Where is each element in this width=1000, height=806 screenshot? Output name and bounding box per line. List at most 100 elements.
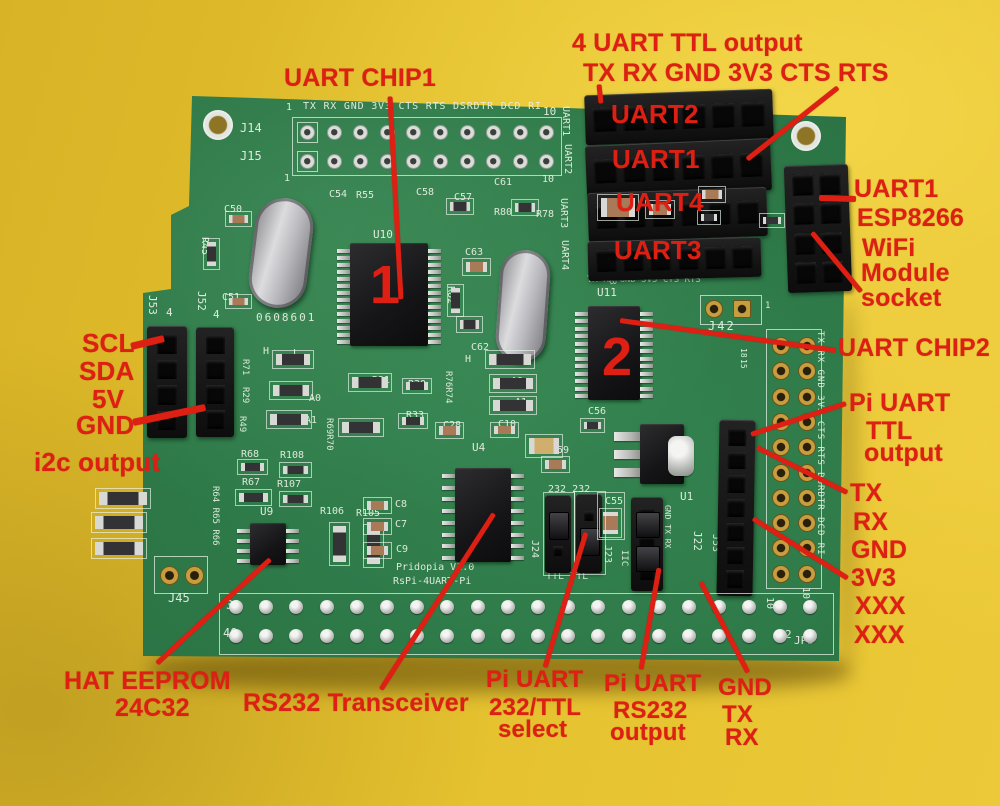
gpio-solder-pad xyxy=(440,629,455,643)
smd-body xyxy=(276,354,310,365)
ic-pin xyxy=(337,249,350,253)
annotation-label: 4 UART TTL output xyxy=(572,29,803,57)
gpio-solder-pad xyxy=(229,600,243,614)
silkscreen-label: J15 xyxy=(240,149,262,163)
smd-body xyxy=(493,400,533,411)
gpio-solder-pad xyxy=(682,629,696,643)
ic-pin xyxy=(337,340,350,344)
ic-pin xyxy=(237,539,250,543)
socket-hole xyxy=(584,511,594,522)
annotation-label: Pi UART xyxy=(849,389,951,417)
gpio-solder-pad xyxy=(500,600,515,614)
smd-component xyxy=(759,213,785,228)
j15-hole xyxy=(406,154,422,169)
silkscreen-label: 10 xyxy=(543,105,557,118)
socket-hole xyxy=(205,385,225,404)
gpio-solder-pad xyxy=(772,629,787,643)
annotation-label: SDA xyxy=(79,356,135,386)
smd-component xyxy=(398,413,428,429)
annotation-label: SCL xyxy=(82,328,135,358)
smd-body xyxy=(603,512,618,534)
annotation-label: GND xyxy=(851,536,908,564)
gpio-solder-pad xyxy=(319,629,334,643)
smd-body xyxy=(270,414,308,425)
gpio-solder-pad xyxy=(380,600,394,614)
silkscreen-label: C61 xyxy=(494,177,513,188)
smd-body xyxy=(494,426,515,434)
j15-hole xyxy=(433,154,448,169)
smd-body xyxy=(439,426,460,435)
smd-component xyxy=(91,538,147,559)
rs232-transceiver-chip xyxy=(455,468,511,562)
smd-body xyxy=(95,542,143,555)
silkscreen-label: U10 xyxy=(373,228,393,241)
ic-pin xyxy=(237,559,250,563)
gpio-solder-pad xyxy=(621,600,636,614)
ic-pin xyxy=(511,556,524,560)
ic-pin xyxy=(511,497,524,502)
j14-hole xyxy=(433,125,448,140)
ic-pin xyxy=(337,319,350,323)
ic-pin xyxy=(640,326,653,331)
gpio-solder-pad xyxy=(742,629,757,643)
gpio-solder-pad xyxy=(319,600,334,614)
annotation-label: HAT EEPROM xyxy=(64,667,231,695)
annotation-label: UART1 xyxy=(854,175,939,203)
breakout-hole xyxy=(772,539,790,558)
smd-component xyxy=(525,434,563,458)
smd-body xyxy=(207,242,216,266)
breakout-hole xyxy=(798,387,816,406)
smd-component xyxy=(237,459,268,475)
annotation-label: Module xyxy=(861,259,950,287)
gpio-solder-pad xyxy=(531,629,545,643)
ic-pin xyxy=(286,529,299,533)
smd-body xyxy=(273,385,309,396)
socket-hole xyxy=(205,335,225,354)
smd-component xyxy=(266,410,312,429)
ic-pin xyxy=(428,277,441,281)
breakout-hole xyxy=(798,362,816,381)
ic-pin xyxy=(428,249,441,253)
gpio-solder-pad xyxy=(440,600,455,614)
ic-pin xyxy=(337,263,350,267)
breakout-hole xyxy=(798,488,816,507)
ic-pin xyxy=(640,312,653,316)
annotation-label: UART CHIP1 xyxy=(284,64,437,92)
smd-body xyxy=(450,202,470,211)
annotation-label: RS232 Transceiver xyxy=(243,689,469,717)
j52-header xyxy=(196,327,234,437)
smd-component xyxy=(203,238,220,270)
silkscreen-label: C28 xyxy=(443,421,461,431)
smd-component xyxy=(363,497,392,514)
breakout-hole xyxy=(772,362,790,381)
silkscreen-label: C56 xyxy=(588,406,607,417)
smd-component xyxy=(348,373,392,392)
j14-hole xyxy=(459,125,475,140)
smd-body xyxy=(229,298,248,305)
j45-outline xyxy=(154,556,208,594)
annotation-label: RX xyxy=(853,508,889,536)
ic-pin xyxy=(640,356,653,361)
silkscreen-label: C58 xyxy=(416,187,435,198)
ic-pin xyxy=(428,326,441,330)
silkscreen-label: L xyxy=(293,349,299,359)
annotation-label: Pi UART xyxy=(486,666,584,693)
silkscreen-label: R80 xyxy=(494,207,513,218)
annotation-label: socket xyxy=(861,284,942,312)
j14-hole xyxy=(539,125,555,140)
annotation-label: XXX xyxy=(854,621,905,649)
annotation-label: UART1 xyxy=(612,144,700,174)
smd-component xyxy=(279,491,312,507)
ic-pin xyxy=(575,379,588,384)
silkscreen-label: R106 xyxy=(320,506,345,517)
ic-pin xyxy=(337,333,350,337)
smd-body xyxy=(649,204,671,215)
silkscreen-label: U9 xyxy=(260,505,274,518)
annotation-label: RX xyxy=(725,724,759,751)
gpio-solder-pad xyxy=(621,629,636,643)
silkscreen-label: RsPi-4UART-Pi xyxy=(393,576,472,587)
annotation-label: GND xyxy=(76,410,135,440)
silkscreen-label: H xyxy=(465,354,472,365)
silkscreen-label: C9 xyxy=(396,544,409,555)
